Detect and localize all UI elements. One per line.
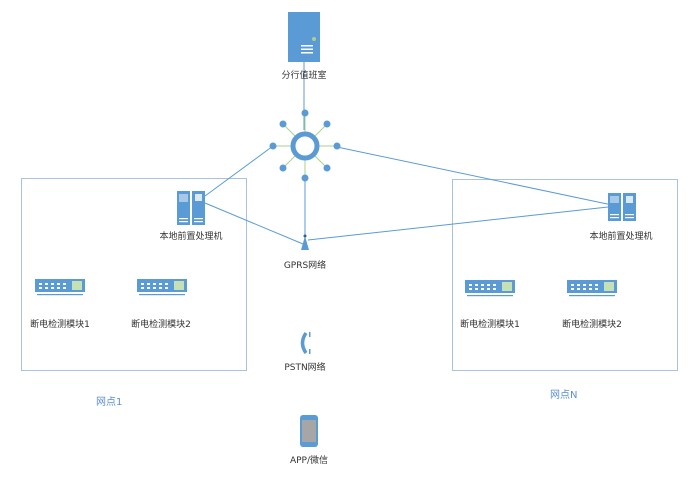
processor-label-siteN: 本地前置处理机 bbox=[589, 232, 653, 242]
module-label-site1-2: 断电检测模块2 bbox=[131, 320, 191, 330]
link-gprs-siteN bbox=[307, 206, 609, 241]
module-label-site1-1: 断电检测模块1 bbox=[30, 320, 90, 330]
server-icon bbox=[288, 12, 320, 62]
module-icon-siteN-1 bbox=[465, 280, 515, 297]
site-1-label: 网点1 bbox=[96, 397, 123, 408]
processor-icon-siteN bbox=[608, 193, 636, 221]
module-label-siteN-2: 断电检测模块2 bbox=[562, 320, 622, 330]
phone-icon bbox=[300, 331, 311, 355]
module-icon-siteN-2 bbox=[567, 280, 617, 297]
processor-label-site1: 本地前置处理机 bbox=[159, 232, 223, 242]
module-label-siteN-1: 断电检测模块1 bbox=[460, 320, 520, 330]
processor-icon-site1 bbox=[177, 191, 205, 225]
site-n-label: 网点N bbox=[550, 390, 578, 401]
module-icon-site1-1 bbox=[35, 279, 85, 296]
antenna-icon bbox=[301, 234, 309, 250]
mobile-phone-icon bbox=[300, 415, 318, 447]
duty-room-label: 分行值班室 bbox=[281, 71, 327, 81]
gprs-label: GPRS网络 bbox=[283, 261, 327, 271]
app-label: APP/微信 bbox=[289, 456, 329, 466]
site-n-boundary bbox=[452, 179, 678, 371]
link-hub-site1 bbox=[204, 145, 274, 197]
network-hub-icon bbox=[269, 109, 341, 182]
site-1-boundary bbox=[21, 178, 247, 371]
link-site1-gprs bbox=[204, 202, 304, 245]
pstn-label: PSTN网络 bbox=[284, 363, 326, 373]
module-icon-site1-2 bbox=[137, 279, 187, 296]
link-hub-siteN bbox=[336, 146, 613, 206]
